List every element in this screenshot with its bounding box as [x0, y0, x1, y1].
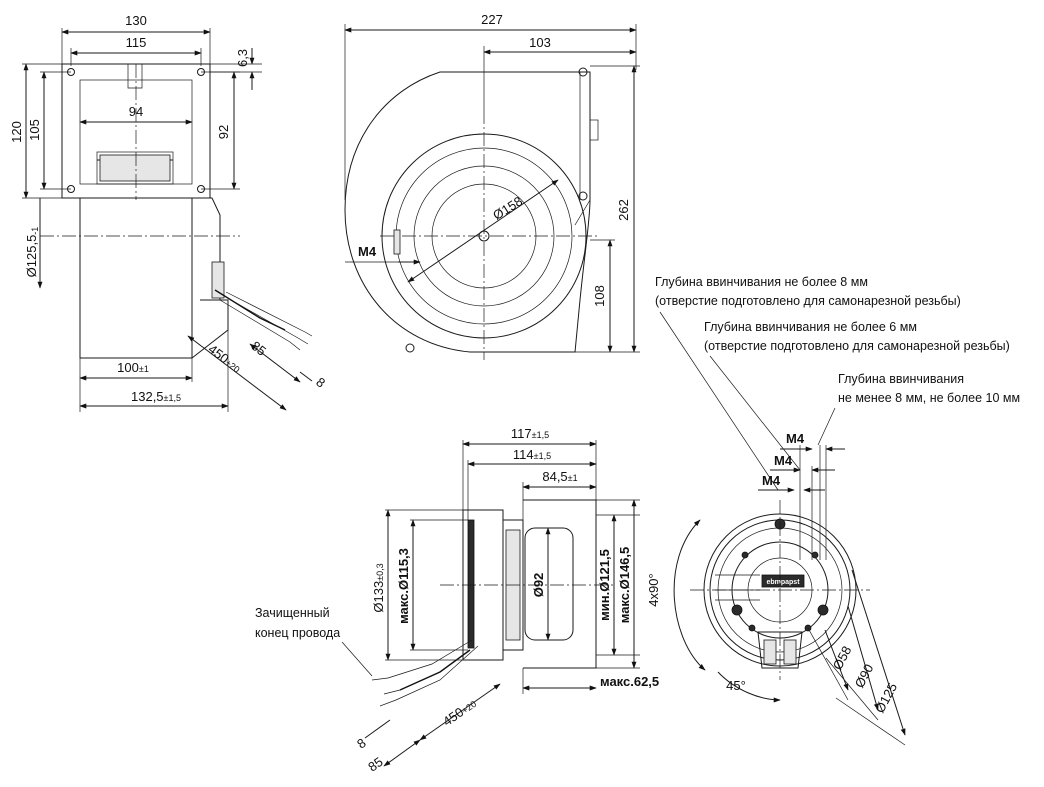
front-view: 227 103 262 108 Ø158 M4: [344, 12, 640, 360]
angle-45: 45°: [726, 678, 746, 693]
dim-motor-max62: макс.62,5: [600, 674, 659, 689]
dim-rear-58: Ø58: [830, 644, 855, 673]
dim-cable-length: 450+20: [205, 341, 244, 375]
notes: Глубина ввинчивания не более 8 мм (отвер…: [255, 275, 1020, 677]
volute-housing: [344, 71, 591, 353]
dim-front-half: 103: [529, 35, 551, 50]
dim-m4-b: M4: [774, 453, 793, 468]
dim-strip-length: 85: [248, 338, 269, 359]
dim-strip-end: 8: [313, 374, 328, 390]
dim-flange-thickness: 6,3: [235, 49, 250, 67]
dim-motor-85: 85: [365, 754, 385, 775]
dim-rear-90: Ø90: [852, 662, 877, 691]
dim-motor-92: Ø92: [531, 573, 546, 598]
note-1-line1: Глубина ввинчивания не более 8 мм: [655, 275, 868, 289]
dim-impeller-dia: Ø158: [490, 193, 525, 223]
dim-width-total: 130: [125, 13, 147, 28]
dim-motor-117: 117±1,5: [511, 426, 549, 441]
dim-motor-133: Ø133±0,3: [371, 563, 386, 612]
rear-view: ebmpapst 4x90° 45° M4 M4 M4 Ø58: [646, 431, 906, 746]
dim-diameter: Ø125,5-1: [24, 227, 40, 278]
dim-m4-a: M4: [786, 431, 805, 446]
dim-motor-max146: макс.Ø146,5: [617, 547, 632, 624]
dim-motor-8: 8: [354, 735, 369, 751]
note-2-line1: Глубина ввинчивания не более 6 мм: [704, 320, 917, 334]
dim-height-total: 120: [9, 121, 24, 143]
dim-depth: 100±1: [117, 360, 149, 375]
dim-front-height: 262: [616, 199, 631, 221]
note-3-line2: не менее 8 мм, не более 10 мм: [838, 391, 1020, 405]
note-2-line2: (отверстие подготовлено для самонарезной…: [704, 339, 1010, 353]
dim-motor-cable: 450+20: [440, 696, 479, 730]
dim-motor-114: 114±1,5: [513, 447, 551, 462]
angle-4x90: 4x90°: [646, 573, 661, 606]
side-housing: [79, 197, 193, 359]
dim-width-flange: 115: [126, 35, 147, 50]
dim-depth-total: 132,5±1,5: [131, 389, 181, 404]
dim-front-width: 227: [481, 12, 503, 27]
dim-thread-front: M4: [358, 244, 377, 259]
note-3-line1: Глубина ввинчивания: [838, 372, 964, 386]
motor-view: 117±1,5 114±1,5 84,5±1 Ø133±0,3 макс.Ø11…: [354, 426, 659, 775]
note-stripped-line2: конец провода: [255, 626, 340, 640]
brand-logo: ebmpapst: [766, 579, 800, 586]
dim-rear-125: Ø125: [872, 680, 900, 715]
dim-inner-width: 94: [129, 104, 143, 119]
dim-motor-min121: мин.Ø121,5: [597, 549, 612, 621]
dim-motor-84: 84,5±1: [542, 469, 577, 484]
dim-height-holes: 105: [27, 119, 42, 141]
dim-m4-c: M4: [762, 473, 781, 488]
side-view: 130 115 94 6,3 92 120 105 Ø125,5-1 100±1…: [9, 13, 328, 412]
dim-hole-spacing: 92: [216, 125, 231, 139]
dim-motor-max115: макс.Ø115,3: [396, 548, 411, 624]
note-stripped-line1: Зачищенный: [255, 606, 330, 620]
note-1-line2: (отверстие подготовлено для самонарезной…: [655, 294, 961, 308]
dim-outlet-height: 108: [592, 285, 607, 307]
